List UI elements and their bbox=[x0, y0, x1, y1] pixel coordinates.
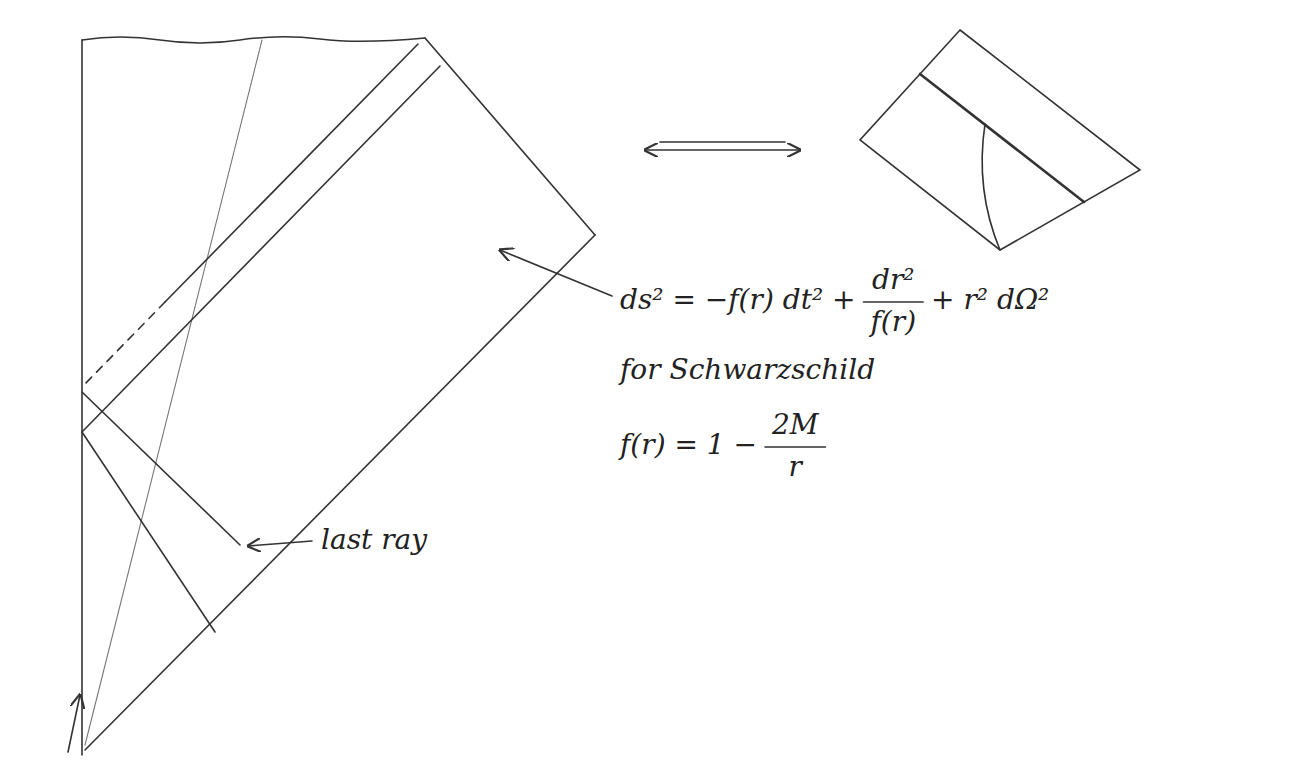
function-term: f(r) = 1 − bbox=[620, 429, 757, 461]
equivalence-arrow bbox=[645, 142, 800, 150]
fraction-denominator: r bbox=[789, 451, 802, 483]
fraction-denominator: f(r) bbox=[871, 306, 917, 338]
note: for Schwarzschild bbox=[620, 354, 875, 386]
shell-ray bbox=[82, 66, 440, 432]
fraction-numerator: 2M bbox=[772, 409, 818, 441]
ray-label: last ray bbox=[318, 524, 430, 556]
double-arrow bbox=[645, 149, 800, 151]
singularity bbox=[82, 37, 425, 43]
shell-ray bbox=[165, 44, 418, 302]
penrose-diagram-left bbox=[68, 37, 595, 755]
fraction-bar bbox=[765, 446, 825, 448]
double-arrow-line bbox=[660, 141, 785, 143]
future-null-infinity bbox=[425, 38, 595, 235]
metric-leader bbox=[500, 250, 612, 296]
worldline bbox=[85, 40, 262, 745]
shell-ray-dashed bbox=[82, 302, 165, 387]
horizon-curve bbox=[982, 124, 1000, 250]
outgoing-ray bbox=[82, 432, 215, 632]
fraction-numerator: dr² bbox=[872, 264, 915, 296]
last-ray-leader bbox=[248, 541, 312, 546]
penrose-diagram-right bbox=[860, 30, 1140, 250]
fraction-bar bbox=[864, 301, 924, 303]
center-line bbox=[81, 40, 83, 755]
shell-line bbox=[920, 74, 1084, 202]
past-null-infinity bbox=[85, 235, 595, 750]
metric-term: + r² dΩ² bbox=[931, 284, 1049, 316]
diamond-outline bbox=[860, 30, 1140, 250]
metric-term: ds² = −f(r) dt² + bbox=[620, 284, 856, 316]
leaders bbox=[248, 250, 612, 546]
pointer-arrow bbox=[68, 695, 80, 752]
